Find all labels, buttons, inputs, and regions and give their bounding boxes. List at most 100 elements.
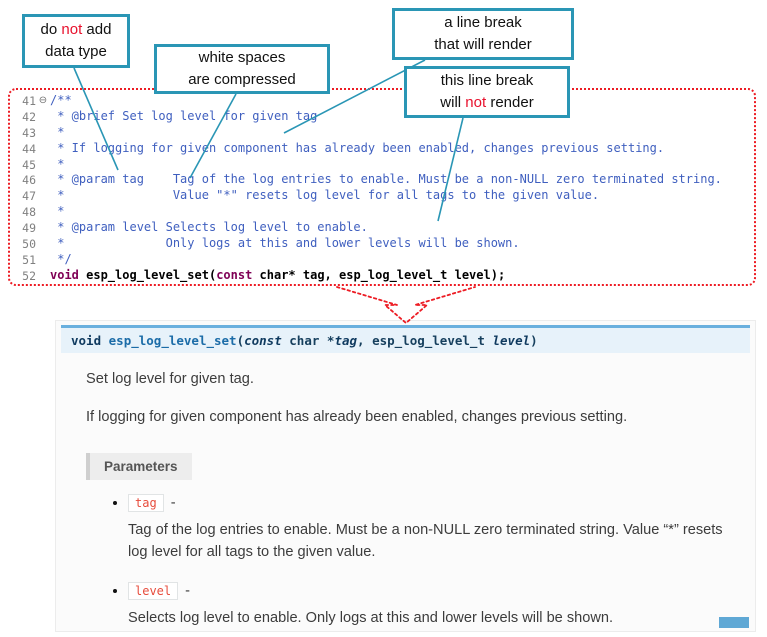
code-text: /** (50, 93, 72, 109)
parameters-list: tag-Tag of the log entries to enable. Mu… (128, 493, 755, 630)
text-segment: * (50, 204, 65, 219)
code-line: 52 void esp_log_level_set(const char* tag… (12, 268, 752, 284)
text-segment: * @param tag Tag of the log entries to e… (50, 172, 722, 187)
callout-text-line: white spaces (161, 47, 323, 70)
code-line: 46 * @param tag Tag of the log entries t… (12, 172, 752, 188)
code-text: */ (50, 251, 72, 268)
code-line: 50 * Only logs at this and lower levels … (12, 236, 752, 252)
rendered-docs-panel: void esp_log_level_set(const char *tag, … (55, 320, 756, 632)
line-number: 52 (22, 268, 36, 283)
flow-arrow-icon (336, 286, 476, 324)
line-number: 50 (22, 236, 36, 251)
text-segment: that will render (434, 36, 532, 53)
text-segment: data type (45, 43, 107, 60)
parameter-name-row: tag- (128, 493, 755, 512)
parameter-separator: - (185, 583, 190, 599)
function-signature: void esp_log_level_set(const char *tag, … (61, 325, 750, 353)
code-line: 43 * (12, 125, 752, 141)
fold-marker-icon[interactable]: ⊖ (38, 95, 48, 107)
code-text: * (50, 204, 64, 220)
code-text: * (50, 125, 64, 141)
text-segment: const (216, 267, 253, 282)
parameter-item: level- Selects log level to enable. Only … (128, 582, 755, 630)
line-number: 41 (22, 93, 36, 108)
parameter-description: Tag of the log entries to enable. Must b… (128, 521, 723, 561)
code-line: 41⊖/** (12, 93, 752, 109)
parameters-heading: Parameters (86, 452, 192, 480)
parameter-item: tag- Tag of the log entries to enable. Mu… (128, 493, 755, 564)
callout-text-line: this line break (411, 70, 563, 93)
text-segment: * If logging for given component has alr… (50, 140, 665, 155)
brief-text: Set log level for given tag. (86, 371, 254, 387)
text-segment: ( (236, 333, 245, 348)
parameter-description: Selects log level to enable. Only logs a… (128, 610, 614, 626)
line-number: 47 (22, 189, 36, 204)
line-number: 46 (22, 173, 36, 188)
text-segment: a line break (444, 13, 522, 31)
parameter-separator: - (170, 494, 176, 511)
code-line: 44 * If logging for given component has … (12, 141, 752, 157)
next-signature-peek (719, 617, 749, 628)
line-number: 48 (22, 205, 36, 220)
text-segment: * @param level Selects log level to enab… (50, 220, 368, 235)
code-text: * Only logs at this and lower levels wil… (50, 236, 520, 252)
line-number: 51 (22, 252, 36, 267)
text-segment: char* tag, esp_log_level_t level); (252, 267, 506, 282)
text-segment: not (465, 94, 487, 111)
text-segment: * Value "*" resets log level for all tag… (50, 188, 600, 203)
text-segment: do (40, 20, 62, 38)
line-number: 45 (22, 157, 36, 172)
text-segment: * (50, 124, 65, 139)
code-text: * If logging for given component has alr… (50, 141, 664, 157)
text-segment: esp_log_level_set( (78, 267, 217, 282)
line-number: 42 (22, 109, 36, 124)
callout-line-break-render: a line break that will render (392, 8, 574, 60)
callout-whitespace: white spaces are compressed (154, 44, 330, 94)
callout-text-line: that will render (399, 34, 567, 57)
text-segment: , (357, 333, 373, 348)
editor-code-area[interactable]: 41⊖/**42 * @brief Set log level for give… (12, 93, 752, 284)
code-text: * Value "*" resets log level for all tag… (50, 188, 599, 204)
text-segment: const (244, 333, 282, 348)
description-text: If logging for given component has alrea… (86, 408, 628, 425)
code-line: 48 * (12, 204, 752, 220)
code-text: * (50, 157, 64, 173)
text-segment: char * (281, 333, 335, 348)
text-segment: * @brief Set log level for given tag (50, 108, 318, 123)
callout-text-line: are compressed (161, 69, 323, 92)
parameter-name-literal: level (128, 582, 179, 600)
text-segment: white spaces (198, 48, 286, 66)
text-segment: this line break (440, 71, 534, 89)
code-editor: 41⊖/**42 * @brief Set log level for give… (8, 88, 756, 286)
text-segment: render (486, 94, 534, 111)
text-segment: void (71, 333, 109, 348)
code-text: * @brief Set log level for given tag (50, 109, 317, 125)
callout-text-line: a line break (399, 12, 567, 35)
code-text: * @param level Selects log level to enab… (50, 220, 368, 236)
callout-text-line: data type (29, 41, 123, 64)
callout-line-break-norender: this line break will not render (404, 66, 570, 118)
text-segment: */ (50, 251, 72, 266)
parameter-name-row: level- (128, 582, 755, 600)
code-line: 45 * (12, 157, 752, 173)
code-line: 42 * @brief Set log level for given tag (12, 109, 752, 125)
code-line: 47 * Value "*" resets log level for all … (12, 188, 752, 204)
text-segment: will (440, 94, 466, 111)
callout-text-line: do not add (29, 19, 123, 42)
text-segment: add (82, 20, 112, 38)
text-segment: tag (334, 333, 358, 348)
parameter-name-literal: tag (128, 493, 164, 512)
text-segment: are compressed (188, 71, 296, 88)
code-text: * @param tag Tag of the log entries to e… (50, 172, 722, 188)
text-segment: esp_log_level_set (108, 333, 237, 348)
text-segment: * Only logs at this and lower levels wil… (50, 236, 520, 251)
line-number: 49 (22, 221, 36, 236)
code-line: 49 * @param level Selects log level to e… (12, 220, 752, 236)
code-text: void esp_log_level_set(const char* tag, … (50, 268, 505, 284)
text-segment: level (492, 333, 531, 348)
text-segment: /** (50, 93, 72, 107)
line-number: 44 (22, 141, 36, 156)
line-number: 43 (22, 125, 36, 140)
